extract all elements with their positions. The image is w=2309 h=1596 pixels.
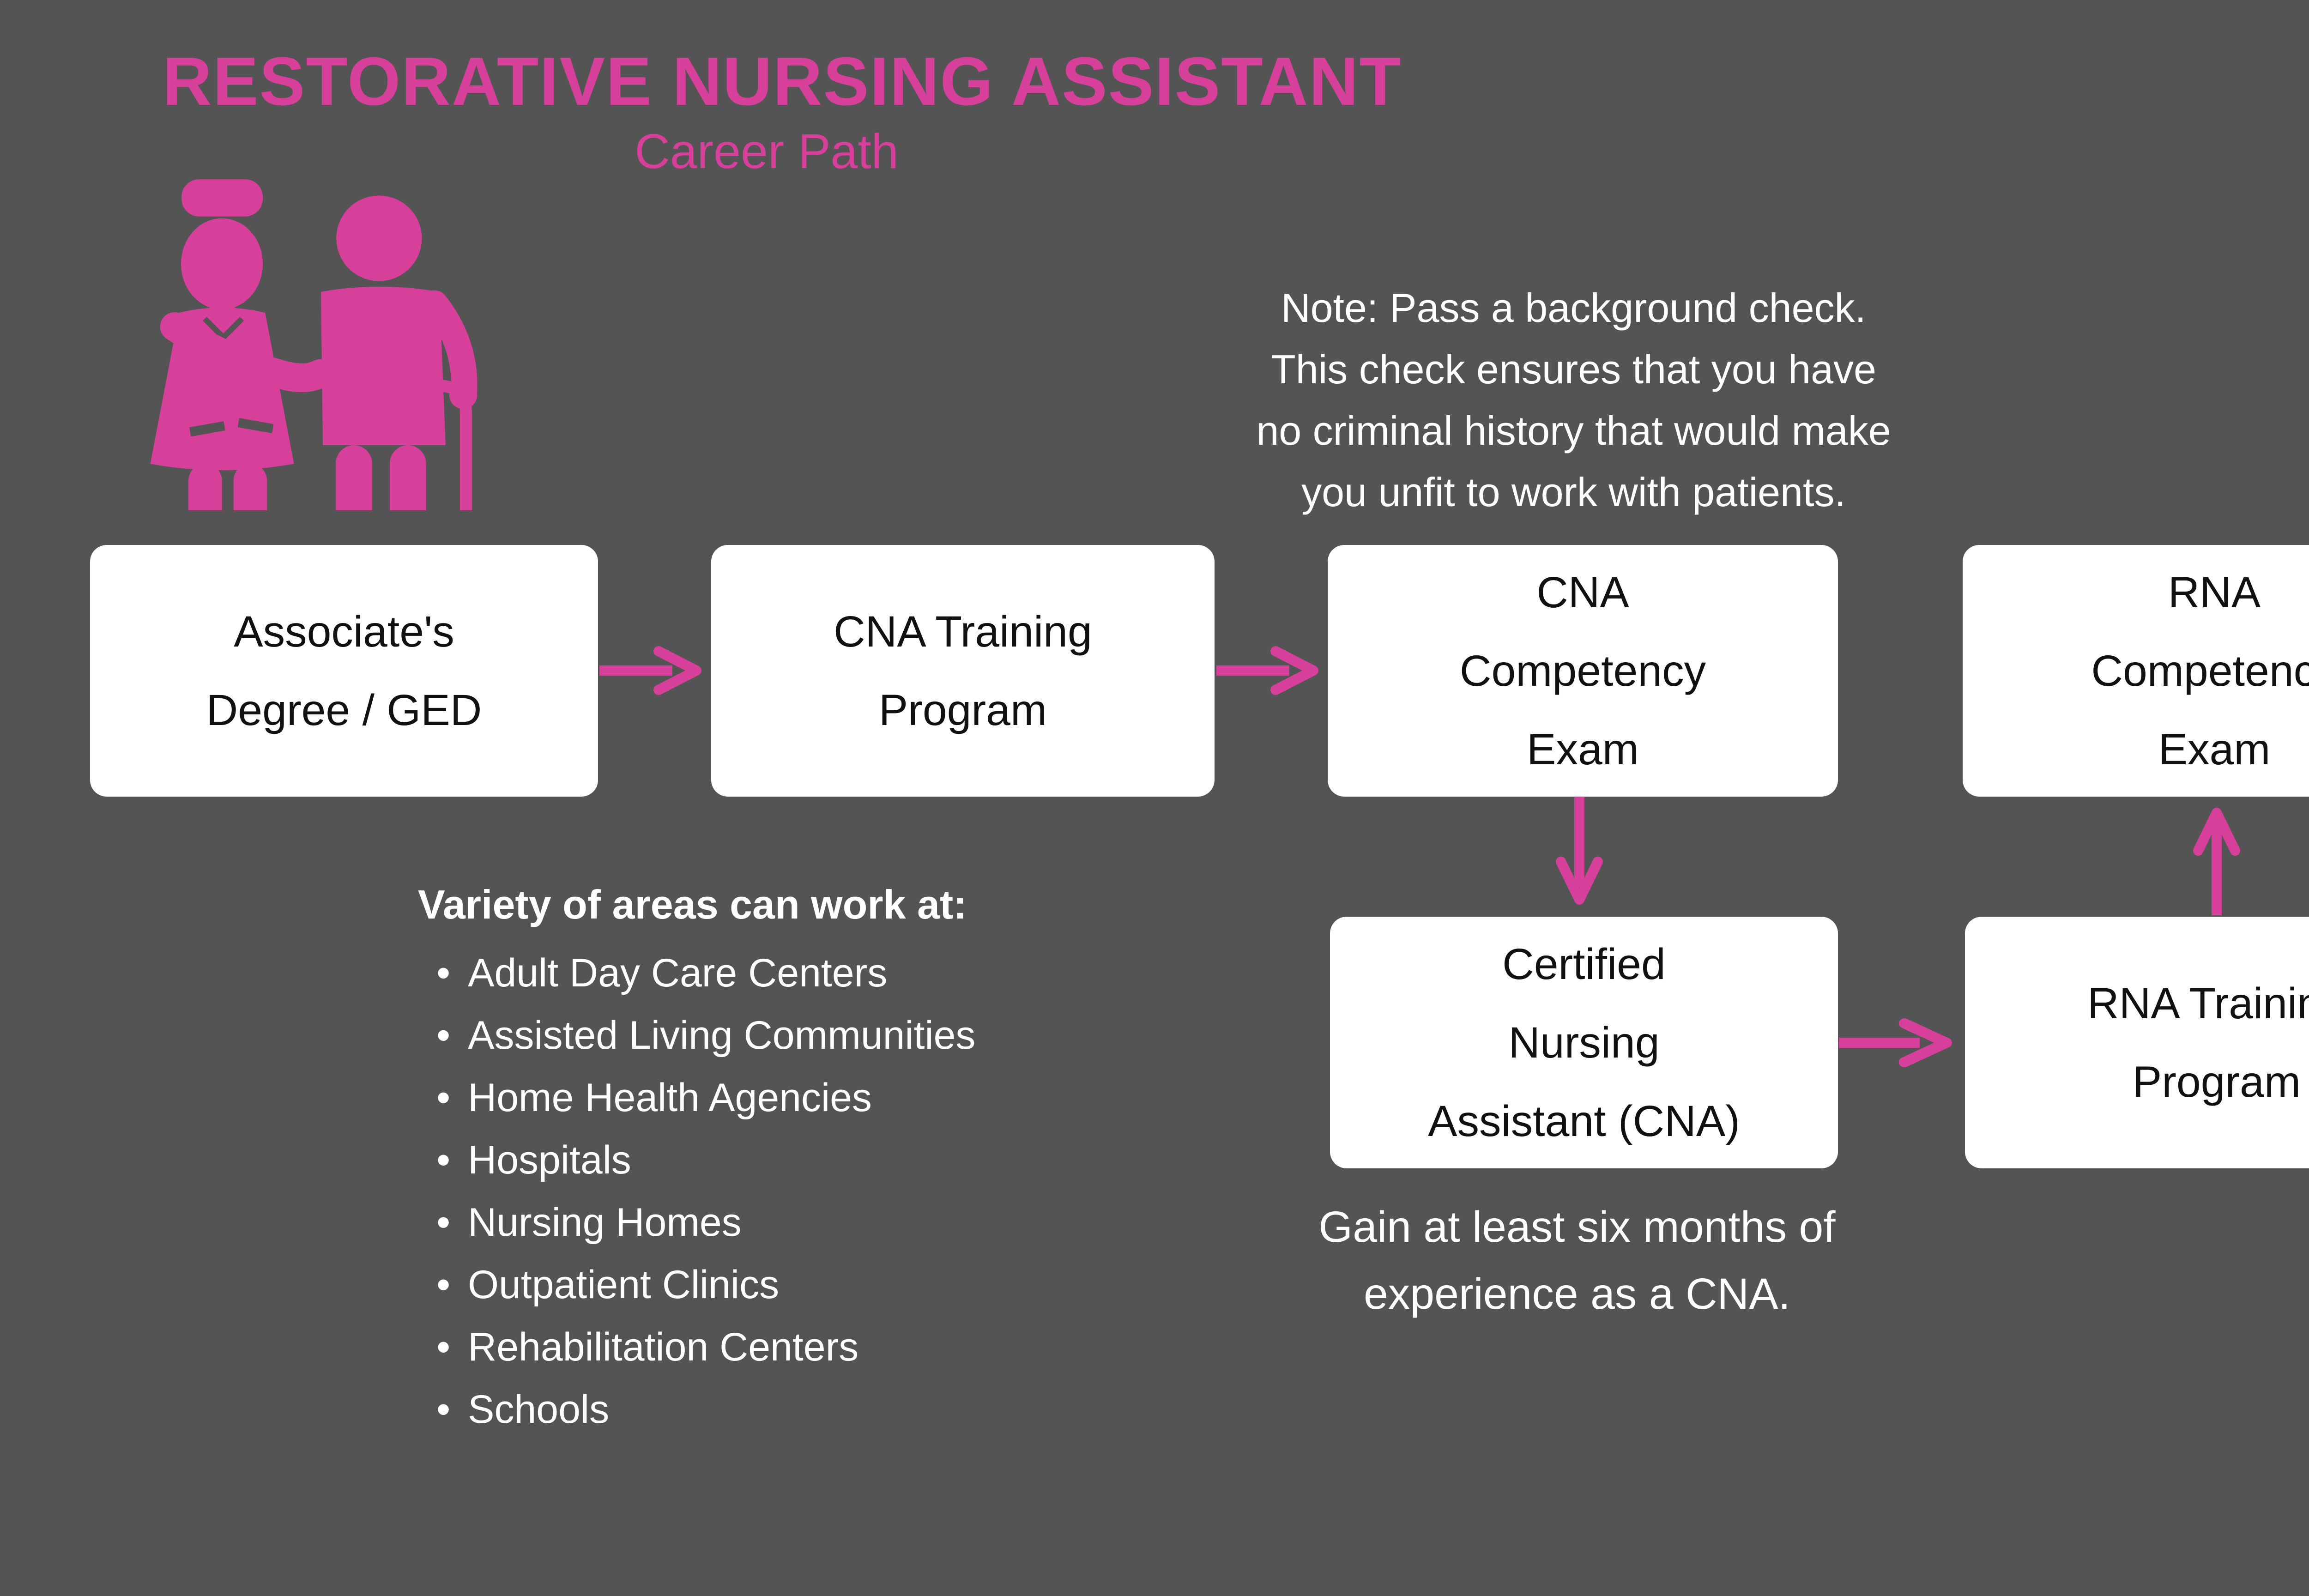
list-item: Outpatient Clinics (436, 1254, 975, 1316)
arrow-right-icon (599, 646, 701, 695)
flow-box-rna-competency-exam: RNA Competency Exam (1963, 545, 2309, 797)
flow-box-cna-training-program: CNA Training Program (711, 545, 1215, 797)
arrow-right-icon (1216, 646, 1318, 695)
flow-box-associates-degree-ged: Associate's Degree / GED (90, 545, 598, 797)
background-check-note: Note: Pass a background check. This chec… (1256, 285, 1891, 515)
flow-box-cna-competency-exam: CNA Competency Exam (1328, 545, 1838, 797)
list-item: Assisted Living Communities (436, 1004, 975, 1067)
arrow-down-icon (1556, 797, 1603, 905)
list-item: Hospitals (436, 1129, 975, 1191)
work-areas-heading: Variety of areas can work at: (418, 882, 967, 927)
list-item: Rehabilitation Centers (436, 1316, 975, 1378)
flow-box-certified-nursing-assistant-cna: Certified Nursing Assistant (CNA) (1330, 917, 1838, 1168)
list-item: Home Health Agencies (436, 1067, 975, 1129)
page-subtitle: Career Path (635, 124, 899, 179)
list-item: Nursing Homes (436, 1191, 975, 1254)
list-item: Adult Day Care Centers (436, 942, 975, 1004)
arrow-right-icon (1839, 1018, 1952, 1067)
nurse-assisting-patient-icon (150, 179, 478, 510)
cna-experience-note: Gain at least six months of experience a… (1318, 1203, 1836, 1318)
work-areas-list: Adult Day Care Centers Assisted Living C… (436, 942, 975, 1441)
list-item: Schools (436, 1378, 975, 1441)
flow-box-rna-training-program: RNA Training Program (1965, 917, 2309, 1168)
arrow-up-icon (2193, 808, 2240, 915)
page-title: RESTORATIVE NURSING ASSISTANT (163, 43, 1402, 120)
